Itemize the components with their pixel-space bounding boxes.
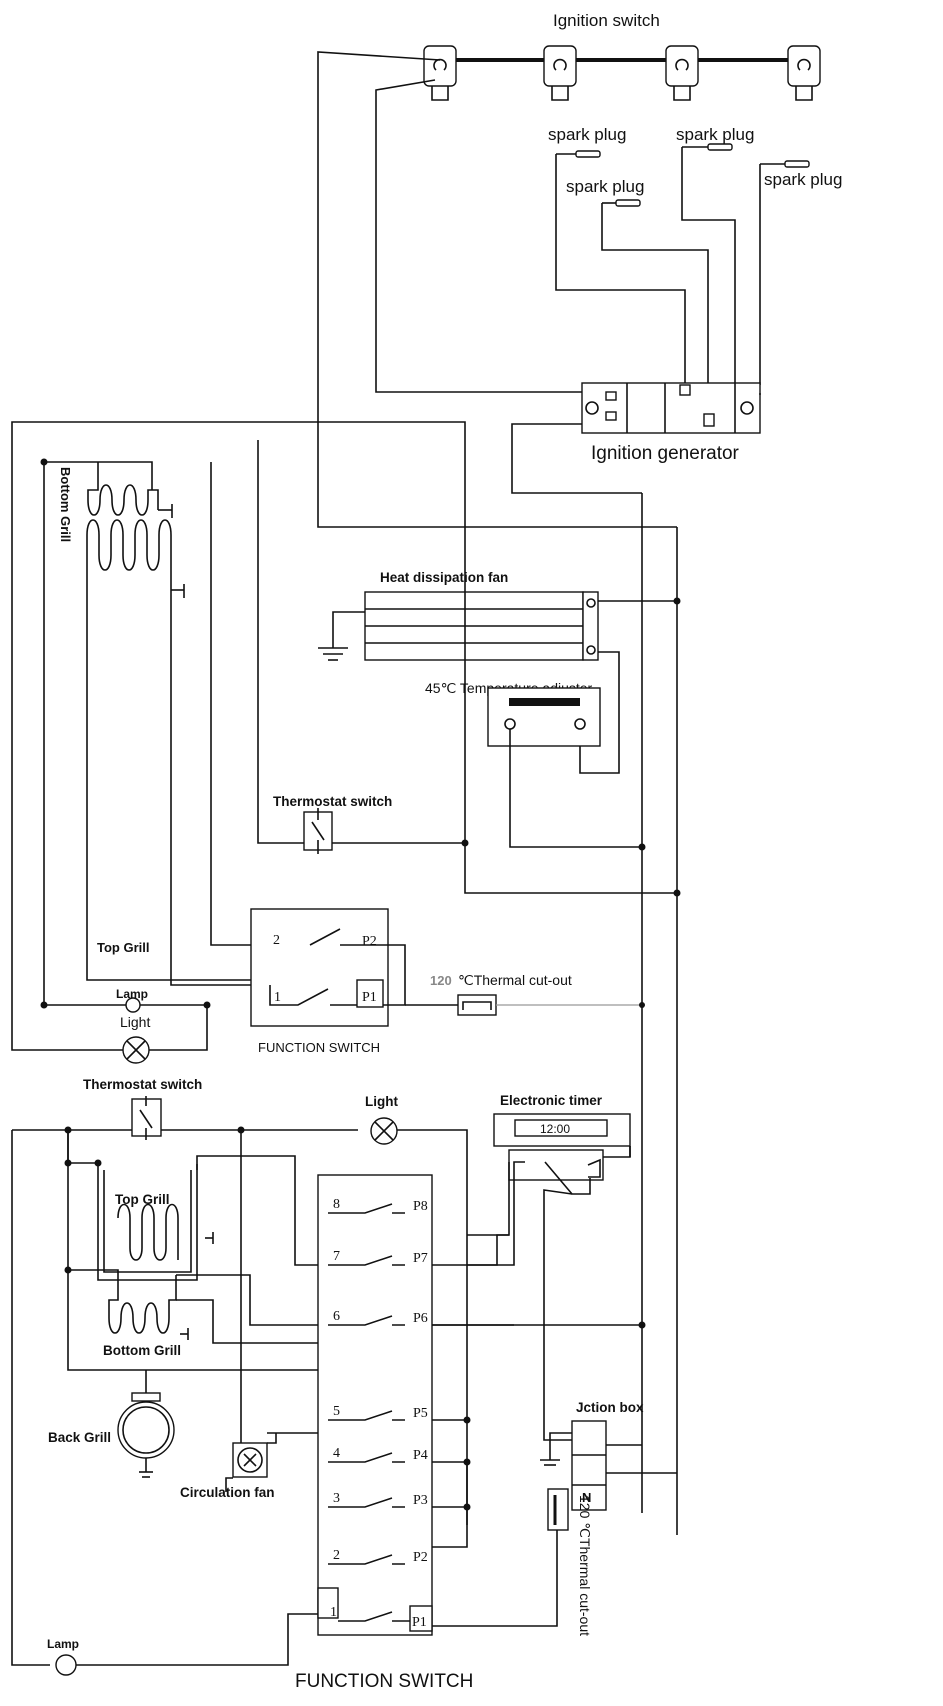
lower-contact-p8: P8 [413,1199,428,1214]
ignition-generator [581,382,761,434]
lower-light-label: Light [365,1094,398,1109]
circulation-fan-label: Circulation fan [180,1485,275,1500]
upper-bottom-grill-coil [87,462,159,516]
upper-thermostat-label: Thermostat switch [273,794,392,809]
lower-function-switch-label: FUNCTION SWITCH [295,1671,473,1692]
spark-plug-icon [602,199,641,207]
circulation-fan [232,1442,268,1478]
spark-plug-label-2: spark plug [676,125,754,144]
lower-contact-2: 2 [333,1548,340,1563]
ground-icon [180,1328,189,1340]
electronic-timer [493,1113,631,1181]
upper-cutout-label: ℃Thermal cut-out [458,972,572,988]
lower-contact-1: 1 [330,1605,337,1620]
lower-lamp-icon [55,1654,77,1676]
upper-lamp-label: Lamp [116,987,148,1001]
lower-contact-p5: P5 [413,1406,428,1421]
ground-icon [171,584,185,598]
ignition-switch-label: Ignition switch [553,11,660,30]
upper-function-switch-label: FUNCTION SWITCH [258,1040,380,1055]
lower-top-grill-label: Top Grill [115,1192,170,1207]
heat-dissipation-fan [364,591,599,661]
ignition-generator-label: Ignition generator [591,443,740,464]
lower-contact-p4: P4 [413,1448,428,1463]
lower-thermostat-switch [131,1096,162,1140]
lower-switch-contacts [328,1203,410,1622]
ground-icon [158,504,173,518]
lower-cutout-label: 120 ℃Thermal cut-out [577,1495,593,1636]
ignition-knob-2 [543,45,577,101]
timer-label: Electronic timer [500,1093,603,1108]
upper-contact-1: 1 [274,990,281,1005]
upper-thermostat-switch [303,808,333,854]
lower-bottom-grill-label: Bottom Grill [103,1343,181,1358]
lower-lamp-label: Lamp [47,1637,79,1651]
lower-contact-4: 4 [333,1446,340,1461]
lower-contact-5: 5 [333,1404,340,1419]
upper-contact-p2: P2 [362,934,377,949]
upper-cutout-value: 120 [430,973,452,988]
junction-terminal-label: N [582,1490,591,1505]
spark-plug-icon [556,150,601,158]
lower-contact-p2: P2 [413,1550,428,1565]
upper-lamp-icon [125,997,141,1013]
lower-contact-p1: P1 [412,1615,427,1630]
lower-top-grill-coil [97,1164,198,1281]
lower-contact-3: 3 [333,1491,340,1506]
upper-bottom-grill-label: Bottom Grill [58,467,73,542]
ignition-knob-1 [423,45,457,101]
ground-icon [540,1459,560,1466]
upper-light-icon [122,1036,150,1064]
spark-plug-label-1: spark plug [548,125,626,144]
lower-function-switch [317,1174,433,1636]
lower-contact-p6: P6 [413,1311,428,1326]
junction-box-label: Jction box [576,1400,644,1415]
spark-plug-icon [760,160,810,168]
lower-light-icon [370,1117,398,1145]
upper-contact-2: 2 [273,933,280,948]
lower-thermostat-label: Thermostat switch [83,1077,202,1092]
ground-icon [205,1232,214,1244]
upper-top-grill-coil [86,519,172,590]
lower-contact-p3: P3 [413,1493,428,1508]
spark-plug-label-3: spark plug [566,177,644,196]
upper-thermal-cutout [457,994,497,1016]
lower-contact-p7: P7 [413,1251,428,1266]
temperature-adjuster [487,687,601,747]
ignition-knob-4 [787,45,821,101]
timer-display: 12:00 [540,1122,570,1136]
spark-plug-label-4: spark plug [764,170,842,189]
lower-contact-7: 7 [333,1249,340,1264]
junction-box [571,1420,607,1511]
upper-contact-p1: P1 [362,990,377,1005]
upper-light-label: Light [120,1014,150,1030]
ignition-knob-3 [665,45,699,101]
heat-fan-label: Heat dissipation fan [380,570,508,585]
ground-icon [318,647,348,661]
lower-contact-8: 8 [333,1197,340,1212]
upper-function-switch [250,908,389,1027]
back-grill [117,1392,175,1459]
ground-icon [139,1458,153,1478]
lower-thermal-cutout [547,1488,569,1531]
upper-top-grill-label: Top Grill [97,940,149,955]
lower-contact-6: 6 [333,1309,340,1324]
spark-plug-icon [682,143,733,151]
lower-bottom-grill-coil [68,1269,177,1334]
back-grill-label: Back Grill [48,1430,111,1445]
